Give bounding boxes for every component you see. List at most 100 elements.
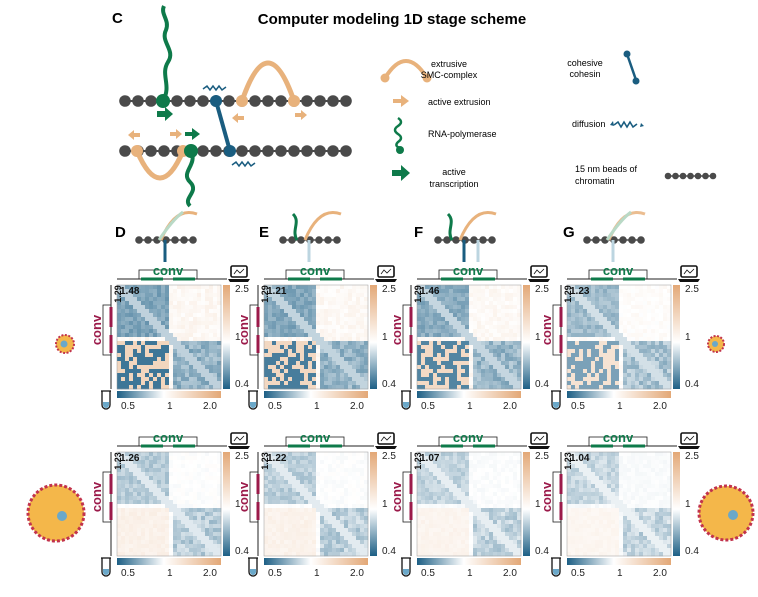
legend-smc-complex: SMC-complex bbox=[421, 70, 478, 80]
corner-value: 1.46 bbox=[420, 286, 440, 297]
colorbar-horizontal bbox=[117, 558, 221, 565]
chromatin-bead bbox=[288, 145, 300, 157]
legend-active: active bbox=[442, 167, 466, 177]
diffusion-icon bbox=[613, 120, 638, 129]
xbar-tick: 2.0 bbox=[653, 401, 667, 412]
conv-label-side: conv bbox=[236, 314, 251, 345]
arrow-right-icon bbox=[170, 129, 182, 139]
test-tube-icon bbox=[248, 390, 258, 410]
legend: extrusive SMC-complex active extrusion R… bbox=[380, 50, 717, 189]
colorbar-vertical bbox=[223, 285, 230, 389]
legend-active-extrusion: active extrusion bbox=[428, 97, 491, 107]
chromatin-bead bbox=[119, 95, 131, 107]
conv-label-side: conv bbox=[89, 481, 104, 512]
side-value: 1.23 bbox=[113, 452, 123, 470]
mini-scheme-d: D bbox=[115, 210, 198, 262]
legend-cohesin: cohesin bbox=[569, 69, 600, 79]
legend-rna-polymerase: RNA-polymerase bbox=[428, 129, 497, 139]
xbar-tick: 1 bbox=[617, 568, 623, 579]
test-tube-icon bbox=[248, 557, 258, 577]
contact-map bbox=[116, 451, 222, 557]
arrow-left-icon bbox=[128, 130, 140, 140]
cohesin-link bbox=[214, 100, 232, 152]
chromatin-bead bbox=[236, 145, 248, 157]
chromatin-bead bbox=[314, 95, 326, 107]
chromatin-bead bbox=[132, 95, 144, 107]
contact-map bbox=[116, 284, 222, 390]
cbar-tick: 2.5 bbox=[382, 451, 396, 462]
xbar-tick: 2.0 bbox=[653, 568, 667, 579]
conv-label-top: conv bbox=[300, 263, 331, 278]
chromatin-bead bbox=[249, 95, 261, 107]
chromatin-bead bbox=[275, 95, 287, 107]
chromatin-bead bbox=[223, 95, 235, 107]
cbar-tick: 0.4 bbox=[685, 546, 699, 557]
xbar-tick: 0.5 bbox=[121, 568, 135, 579]
rna-polymerase-bottom bbox=[184, 150, 196, 208]
corner-value: 1.26 bbox=[120, 453, 140, 464]
side-value: 1.29 bbox=[413, 285, 423, 303]
colorbar-vertical bbox=[523, 285, 530, 389]
xbar-tick: 0.5 bbox=[421, 401, 435, 412]
conv-label-side: conv bbox=[236, 481, 251, 512]
arrow-right-green-icon bbox=[392, 165, 410, 181]
colorbar-vertical bbox=[370, 452, 377, 556]
chromatin-bead bbox=[197, 145, 209, 157]
colorbar-horizontal bbox=[567, 558, 671, 565]
cbar-tick: 1 bbox=[535, 499, 541, 510]
legend-transcription: transcription bbox=[429, 179, 478, 189]
legend-beads: 15 nm beads of bbox=[575, 164, 638, 174]
cbar-tick: 2.5 bbox=[235, 284, 249, 295]
corner-value: 1.04 bbox=[570, 453, 590, 464]
panel-letter: G bbox=[563, 224, 575, 241]
chromatin-bead bbox=[145, 145, 157, 157]
cbar-tick: 1 bbox=[382, 332, 388, 343]
test-tube-icon bbox=[401, 390, 411, 410]
chromatin-bead bbox=[158, 145, 170, 157]
chromatin-bead bbox=[301, 145, 313, 157]
small-nucleus-icon-left bbox=[55, 334, 75, 354]
corner-value: 1.48 bbox=[120, 286, 140, 297]
xbar-tick: 2.0 bbox=[203, 568, 217, 579]
conv-label-side: conv bbox=[389, 314, 404, 345]
arrow-right-icon bbox=[393, 95, 409, 107]
cbar-tick: 1 bbox=[685, 332, 691, 343]
xbar-tick: 1 bbox=[467, 401, 473, 412]
panel-letter-c: C bbox=[112, 10, 123, 27]
xbar-tick: 2.0 bbox=[350, 401, 364, 412]
conv-label-side: conv bbox=[389, 481, 404, 512]
cbar-tick: 0.4 bbox=[382, 379, 396, 390]
smc-loop bbox=[239, 60, 297, 102]
colorbar-horizontal bbox=[264, 391, 368, 398]
cbar-tick: 1 bbox=[235, 332, 241, 343]
corner-value: 1.23 bbox=[570, 286, 590, 297]
beads-legend-icon bbox=[664, 172, 717, 180]
chromatin-bead bbox=[119, 145, 131, 157]
rna-polymerase-legend-icon bbox=[393, 116, 403, 150]
cbar-tick: 0.4 bbox=[235, 546, 249, 557]
legend-extrusive: extrusive bbox=[431, 59, 467, 69]
cbar-tick: 0.4 bbox=[685, 379, 699, 390]
test-tube-icon bbox=[551, 390, 561, 410]
chromatin-bead bbox=[249, 145, 261, 157]
cbar-tick: 2.5 bbox=[685, 451, 699, 462]
side-value: 1.23 bbox=[260, 452, 270, 470]
colorbar-horizontal bbox=[567, 391, 671, 398]
side-value: 1.23 bbox=[563, 452, 573, 470]
cbar-tick: 0.4 bbox=[535, 379, 549, 390]
cbar-tick: 2.5 bbox=[685, 284, 699, 295]
contact-map bbox=[263, 284, 369, 390]
transcription-arrow-bottom bbox=[185, 128, 200, 140]
conv-label-side: conv bbox=[539, 314, 554, 345]
cbar-tick: 2.5 bbox=[535, 284, 549, 295]
conv-label-top: conv bbox=[603, 263, 634, 278]
